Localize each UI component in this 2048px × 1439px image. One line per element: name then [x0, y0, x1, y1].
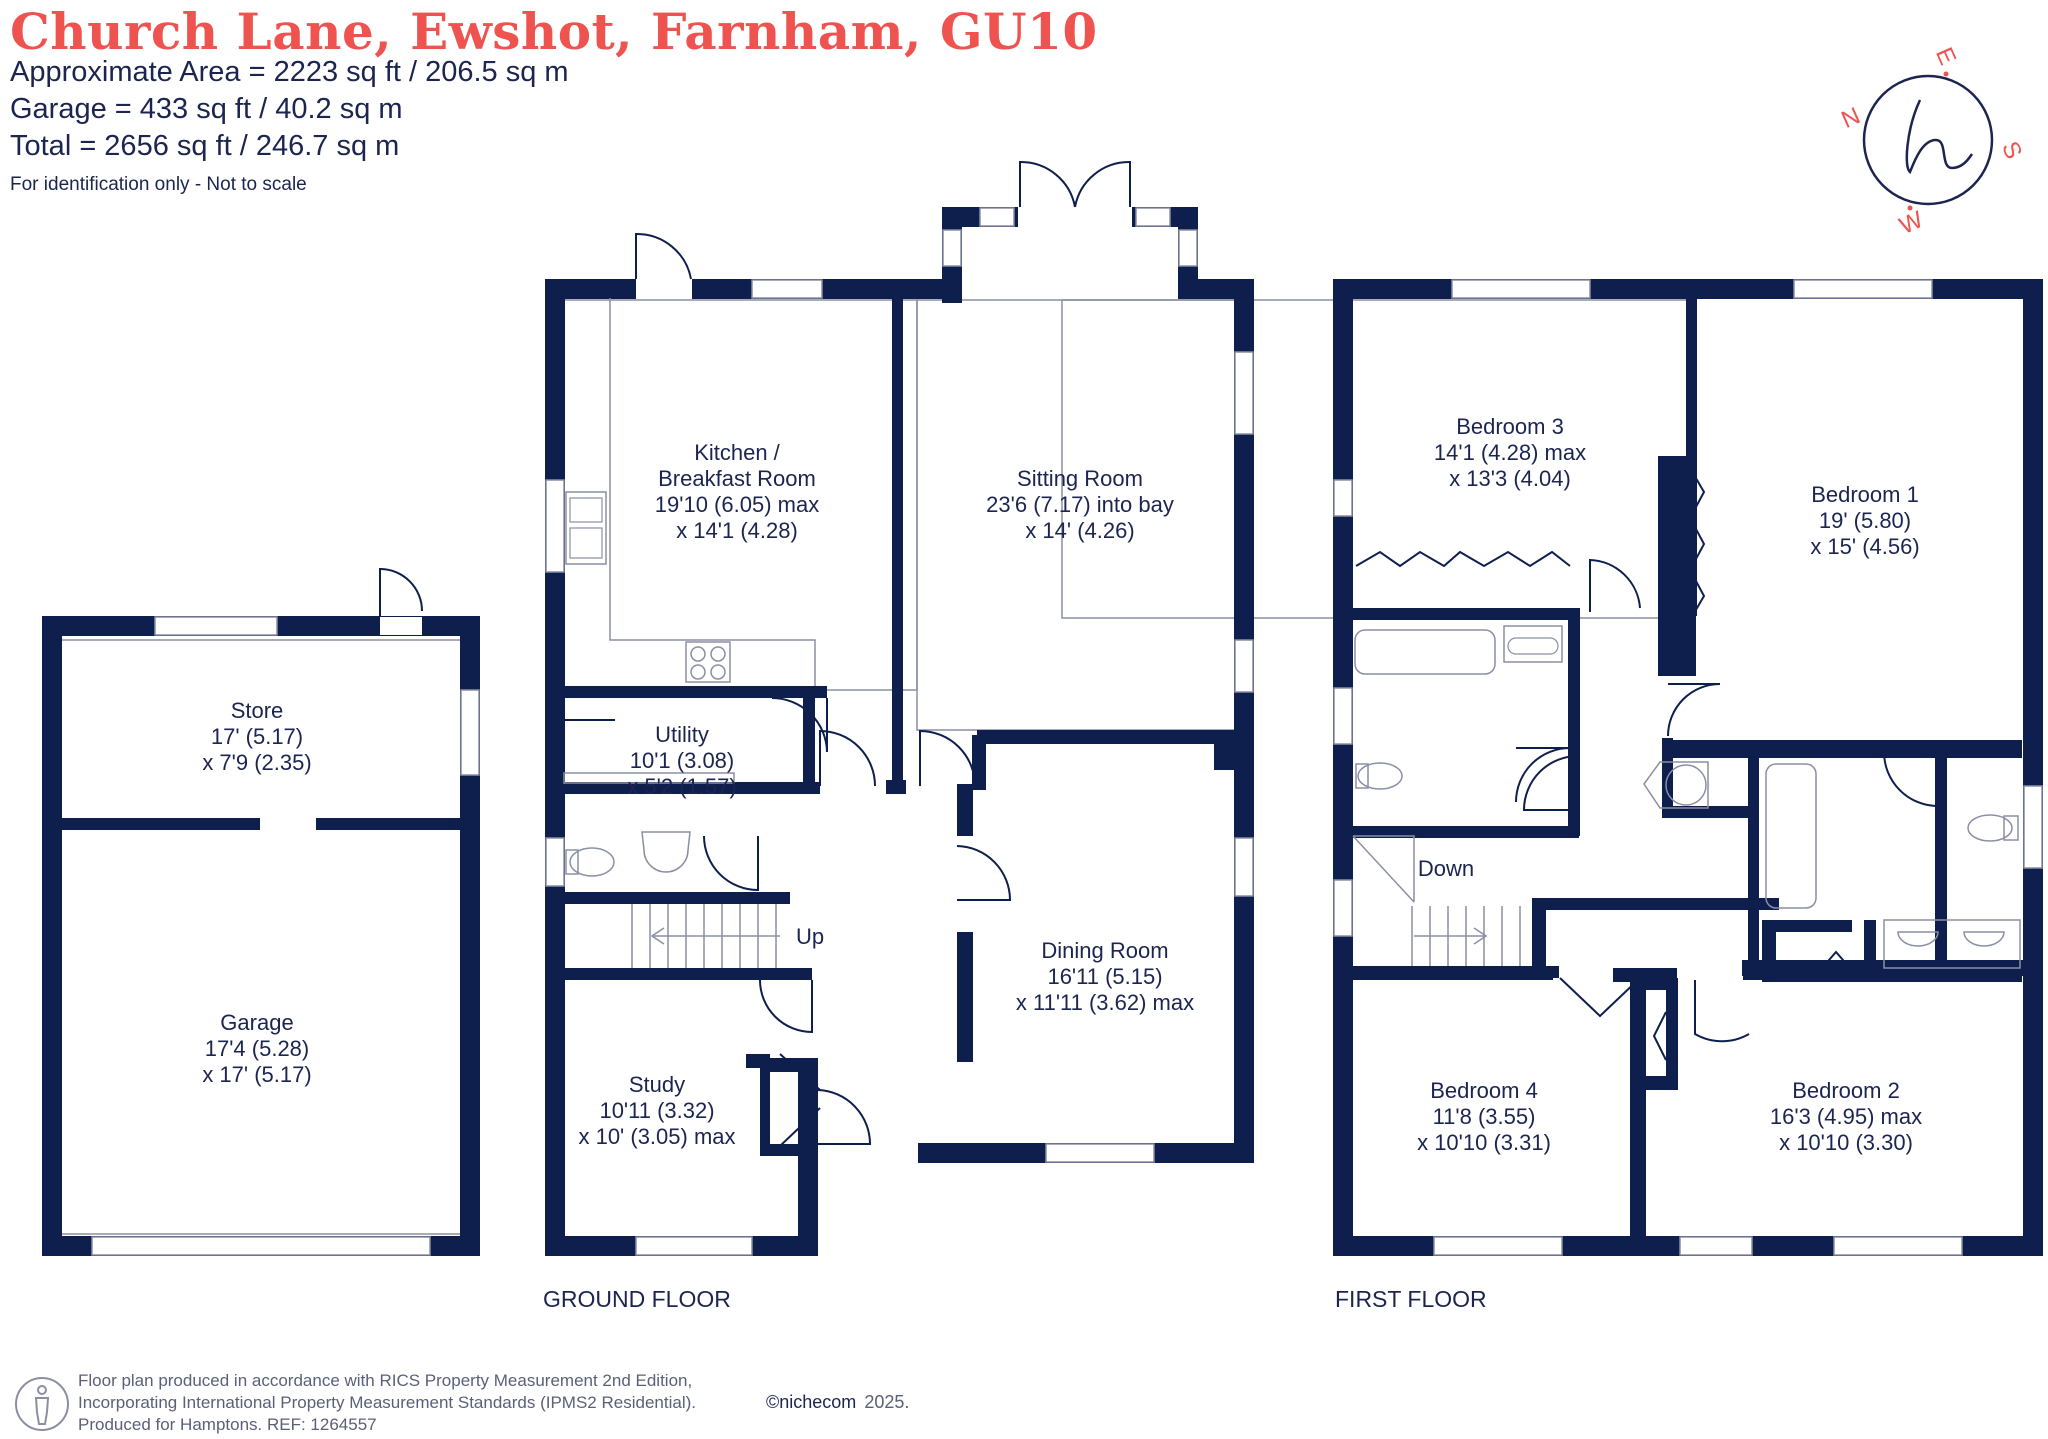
- utility-label-name: Utility: [655, 722, 709, 747]
- bedroom1-label-dim2: x 15' (4.56): [1810, 534, 1919, 559]
- garage-block: [42, 567, 480, 1256]
- stairs-down-label: Down: [1418, 856, 1474, 881]
- kitchen-label-dim1: 19'10 (6.05) max: [655, 492, 819, 517]
- bedroom1-label-name: Bedroom 1: [1811, 482, 1919, 507]
- garage-label-name: Garage: [220, 1010, 293, 1035]
- h-logo-icon: [1905, 99, 1974, 174]
- kitchen-fixtures: [563, 298, 816, 968]
- room-labels: Store 17' (5.17) x 7'9 (2.35) Garage 17'…: [202, 414, 1922, 1155]
- person-icon: [15, 1377, 69, 1431]
- compass-logo: N E S W: [1837, 43, 2027, 240]
- store-label-dim1: 17' (5.17): [211, 724, 303, 749]
- ground-floor-doors: [562, 160, 1131, 1147]
- sitting-label-dim1: 23'6 (7.17) into bay: [986, 492, 1174, 517]
- bedroom2-label-name: Bedroom 2: [1792, 1078, 1900, 1103]
- copyright-year: 2025.: [864, 1392, 910, 1412]
- first-floor-fixtures: [1352, 625, 2021, 969]
- bedroom4-label-name: Bedroom 4: [1430, 1078, 1538, 1103]
- footer-line: Produced for Hamptons. REF: 1264557: [78, 1415, 377, 1434]
- kitchen-label-name: Kitchen /: [694, 440, 780, 465]
- utility-label-dim2: x 5'2 (1.57): [627, 774, 736, 799]
- first-floor-label: FIRST FLOOR: [1335, 1286, 1487, 1312]
- bedroom2-label-dim1: 16'3 (4.95) max: [1770, 1104, 1922, 1129]
- utility-label-dim1: 10'1 (3.08): [630, 748, 735, 773]
- study-label-name: Study: [629, 1072, 685, 1097]
- compass-s: S: [1996, 137, 2027, 163]
- study-label-dim2: x 10' (3.05) max: [578, 1124, 735, 1149]
- kitchen-label-dim2: x 14'1 (4.28): [676, 518, 798, 543]
- store-label-name: Store: [231, 698, 284, 723]
- kitchen-label-name2: Breakfast Room: [658, 466, 816, 491]
- bedroom4-label-dim2: x 10'10 (3.31): [1417, 1130, 1551, 1155]
- first-floor-walls: [1333, 279, 2043, 1256]
- garage-label-dim2: x 17' (5.17): [202, 1062, 311, 1087]
- sitting-label-dim2: x 14' (4.26): [1025, 518, 1134, 543]
- compass-n: N: [1837, 102, 1864, 134]
- page-title: Church Lane, Ewshot, Farnham, GU10: [10, 2, 1098, 61]
- compass-w: W: [1895, 206, 1927, 240]
- store-label-dim2: x 7'9 (2.35): [202, 750, 311, 775]
- dining-label-dim1: 16'11 (5.15): [1047, 964, 1162, 989]
- dining-label-name: Dining Room: [1041, 938, 1168, 963]
- first-floor-doors: [1355, 467, 1939, 1061]
- total-area: Total = 2656 sq ft / 246.7 sq m: [10, 130, 400, 162]
- dining-label-dim2: x 11'11 (3.62) max: [1016, 990, 1194, 1015]
- bedroom3-label-dim1: 14'1 (4.28) max: [1434, 440, 1586, 465]
- bedroom2-label-dim2: x 10'10 (3.30): [1779, 1130, 1913, 1155]
- bedroom3-label-name: Bedroom 3: [1456, 414, 1564, 439]
- bedroom4-label-dim1: 11'8 (3.55): [1433, 1104, 1536, 1129]
- garage-area: Garage = 433 sq ft / 40.2 sq m: [10, 93, 403, 125]
- footer-line: Incorporating International Property Mea…: [78, 1393, 696, 1412]
- bedroom3-label-dim2: x 13'3 (4.04): [1449, 466, 1571, 491]
- bedroom1-label-dim1: 19' (5.80): [1819, 508, 1911, 533]
- footer-text: Floor plan produced in accordance with R…: [78, 1370, 696, 1436]
- ground-floor-windows: [545, 207, 1254, 1256]
- compass-e: E: [1930, 43, 1961, 69]
- first-floor-windows: [1333, 279, 2043, 1256]
- study-label-dim1: 10'11 (3.32): [599, 1098, 714, 1123]
- ground-floor-label: GROUND FLOOR: [543, 1286, 731, 1312]
- approximate-area: Approximate Area = 2223 sq ft / 206.5 sq…: [10, 56, 569, 88]
- brand-name: ©nichecom: [766, 1392, 857, 1412]
- stairs-up-label: Up: [796, 924, 824, 949]
- footer-line: Floor plan produced in accordance with R…: [78, 1371, 693, 1390]
- garage-label-dim1: 17'4 (5.28): [205, 1036, 310, 1061]
- nichecom-credit: ©nichecom 2025.: [766, 1392, 909, 1413]
- scale-note: For identification only - Not to scale: [10, 174, 307, 195]
- sitting-label-name: Sitting Room: [1017, 466, 1143, 491]
